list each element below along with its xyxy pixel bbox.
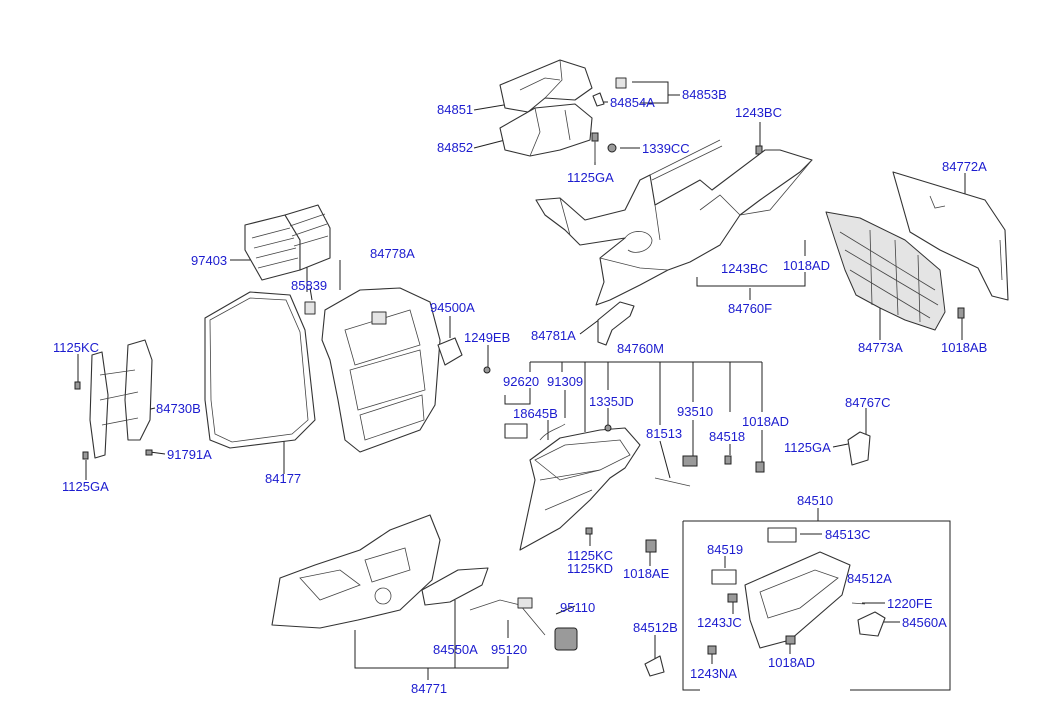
label-1125KD: 1125KD: [567, 561, 613, 576]
label-1335JD: 1335JD: [589, 394, 634, 409]
bracket-94500A: [437, 337, 463, 366]
label-84767C: 84767C: [845, 395, 891, 410]
label-84519: 84519: [707, 542, 743, 557]
label-1018AD-bottom: 1018AD: [768, 655, 815, 670]
label-1018AB: 1018AB: [941, 340, 987, 355]
label-1243JC: 1243JC: [697, 615, 742, 630]
label-1125KC-left: 1125KC: [53, 340, 99, 355]
label-84778A: 84778A: [370, 246, 415, 261]
label-95120: 95120: [491, 642, 527, 657]
tray-84550A: [421, 567, 489, 606]
crash-pad-frame: [535, 139, 813, 306]
glovebox-84510: [707, 527, 886, 655]
label-84853B: 84853B: [682, 87, 727, 102]
column-shroud-upper: [499, 59, 593, 113]
clip-parts: [591, 77, 763, 162]
label-1018AD-top: 1018AD: [783, 258, 830, 273]
bracket-84767C: [847, 431, 871, 466]
label-1339CC: 1339CC: [642, 141, 690, 156]
panel-84773A: [825, 211, 965, 331]
bracket-84781A: [597, 301, 635, 346]
label-84550A: 84550A: [433, 642, 478, 657]
bracket-84730B: [74, 339, 153, 460]
label-1125KC-bottom: 1125KC: [567, 548, 613, 563]
label-1249EB: 1249EB: [464, 330, 510, 345]
label-84772A: 84772A: [942, 159, 987, 174]
label-84773A: 84773A: [858, 340, 903, 355]
label-1243BC-top: 1243BC: [735, 105, 782, 120]
label-84512A: 84512A: [847, 571, 892, 586]
column-shroud-lower: [499, 103, 593, 157]
label-1243BC-mid: 1243BC: [721, 261, 768, 276]
screw-1249EB: [483, 366, 491, 374]
label-84518: 84518: [709, 429, 745, 444]
label-84177: 84177: [265, 471, 301, 486]
label-84730B: 84730B: [156, 401, 201, 416]
label-91309: 91309: [547, 374, 583, 389]
label-94500A: 94500A: [430, 300, 475, 315]
vent-97403: [244, 204, 331, 281]
label-84781A: 84781A: [531, 328, 576, 343]
label-84771: 84771: [411, 681, 447, 696]
label-84854A: 84854A: [610, 95, 655, 110]
label-84760M: 84760M: [617, 341, 664, 356]
cover-84772A: [892, 171, 1009, 301]
molding-84177: [204, 291, 316, 449]
label-84512B: 84512B: [633, 620, 678, 635]
label-1125GA-top: 1125GA: [567, 170, 614, 185]
label-1018AE: 1018AE: [623, 566, 670, 581]
lighter-95110: [469, 597, 578, 651]
label-18645B: 18645B: [513, 406, 558, 421]
lower-panel-84771: [271, 514, 441, 629]
label-95110: 95110: [560, 600, 595, 615]
label-84760F: 84760F: [728, 301, 772, 316]
label-91791A: 91791A: [167, 447, 212, 462]
label-81513: 81513: [646, 426, 682, 441]
label-1243NA: 1243NA: [690, 666, 737, 681]
label-1125GA-left: 1125GA: [62, 479, 109, 494]
label-84513C: 84513C: [825, 527, 871, 542]
part-labels: 84851 84852 84853B 84854A 1339CC 1125GA …: [53, 87, 987, 696]
label-1220FE: 1220FE: [887, 596, 933, 611]
label-92620: 92620: [503, 374, 539, 389]
label-93510: 93510: [677, 404, 713, 419]
label-1125GA-right: 1125GA: [784, 440, 831, 455]
label-84560A: 84560A: [902, 615, 947, 630]
label-84851: 84851: [437, 102, 473, 117]
label-84510: 84510: [797, 493, 833, 508]
label-84852: 84852: [437, 140, 473, 155]
bezel-84778A: [321, 287, 441, 453]
label-1018AD-mid: 1018AD: [742, 414, 789, 429]
label-97403: 97403: [191, 253, 227, 268]
label-85839: 85839: [291, 278, 327, 293]
housing-84760M: [504, 423, 765, 551]
clip-85839: [304, 301, 316, 315]
fasteners-bottom: [585, 527, 665, 677]
